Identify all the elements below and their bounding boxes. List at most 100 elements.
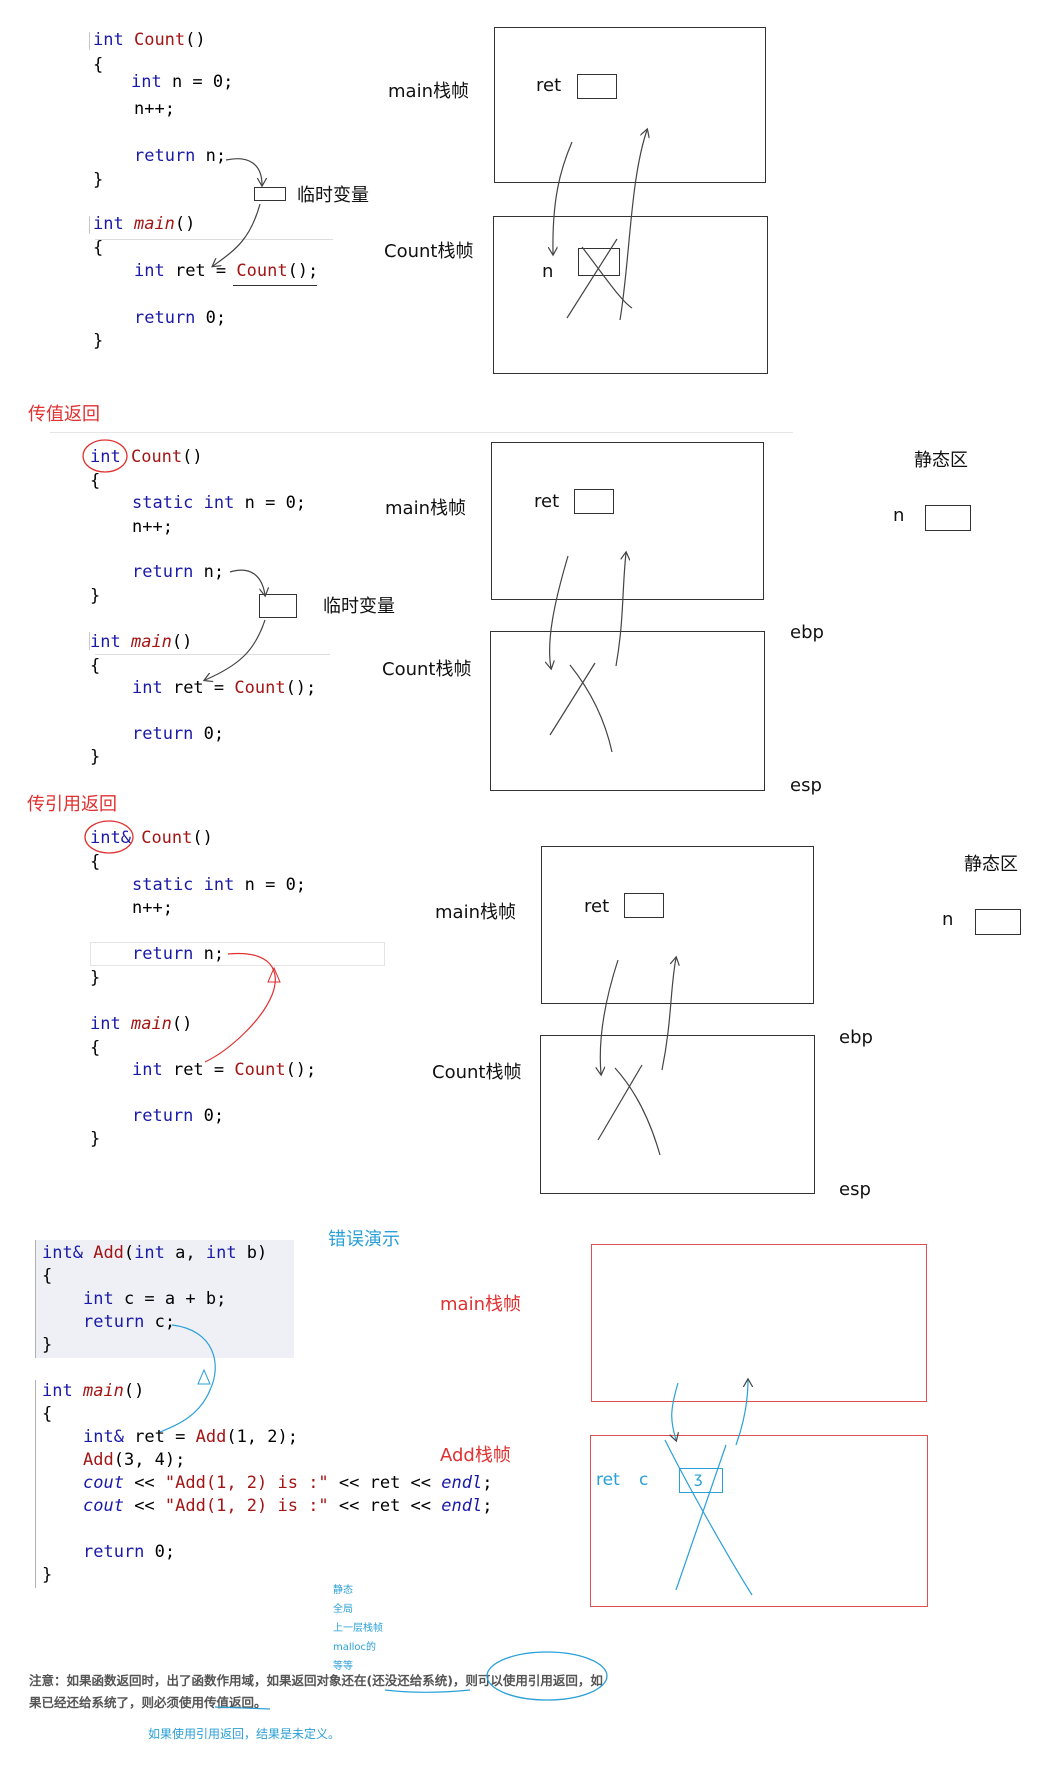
code-line: int Count() [93,30,206,50]
static-n-cell [975,909,1021,935]
code-line: { [93,55,104,75]
main-stack-frame [494,27,766,183]
assign-arrow [205,619,266,680]
temp-variable-box [254,187,286,201]
code-line: int& Add(int a, int b) [42,1243,268,1263]
code-line: { [90,1038,101,1058]
side-note: 静态 [333,1585,353,1596]
main-stack-frame [491,442,764,600]
ret-label: ret [584,896,610,917]
code-line: return c; [83,1312,176,1332]
code-line: { [90,852,101,872]
code-line: { [90,471,101,491]
code-line: n++; [134,99,175,119]
reference-arrow [204,952,276,1063]
code-line: { [93,238,104,258]
gutter-mark [89,632,90,650]
static-area-label: 静态区 [914,450,968,471]
code-line: { [90,656,101,676]
n-label: n [542,261,554,282]
return-arrow [225,158,262,185]
gutter-mark [89,216,90,234]
code-line: } [90,747,101,767]
assign-arrow [213,203,261,266]
code-line: static int n = 0; [132,875,307,895]
section-heading: 传引用返回 [27,794,117,815]
c-label: c [639,1470,649,1490]
count-stack-frame [540,1035,815,1194]
code-line: return 0; [132,724,225,744]
main-frame-label: main栈帧 [385,498,466,519]
side-note: 全局 [333,1604,353,1615]
triangle-mark [197,1368,211,1385]
count-frame-label: Count栈帧 [384,241,474,262]
code-line: int ret = Count(); [134,261,319,281]
line-separator [95,239,333,240]
ebp-label: ebp [839,1027,873,1048]
main-stack-frame [541,846,814,1004]
count-stack-frame [490,631,765,791]
gutter-line [35,1240,36,1358]
divider [50,432,793,433]
ebp-label: ebp [790,622,824,643]
static-area-label: 静态区 [964,854,1018,875]
code-line: int main() [42,1381,145,1401]
add-frame-label: Add栈帧 [440,1445,511,1466]
code-line: } [90,1129,101,1149]
code-line: return n; [132,944,225,964]
gutter-mark [89,32,90,50]
static-n-label: n [893,505,905,526]
code-line: return n; [134,146,227,166]
esp-label: esp [839,1179,871,1200]
code-line: } [93,331,104,351]
code-line: { [42,1404,53,1424]
code-line: int main() [90,632,193,652]
code-line: cout << "Add(1, 2) is :" << ret << endl; [83,1496,493,1516]
note-line-1: 注意：如果函数返回时，出了函数作用域，如果返回对象还在(还没还给系统)，则可以使… [29,1673,603,1688]
code-line: } [42,1565,53,1585]
count-frame-label: Count栈帧 [382,659,472,680]
side-note: 上一层栈帧 [333,1623,383,1634]
section-heading: 错误演示 [328,1229,400,1250]
main-frame-label: main栈帧 [440,1294,521,1315]
code-line: n++; [132,898,173,918]
code-line: int ret = Count(); [132,678,317,698]
ret-cell [624,893,664,918]
note-extra: 如果使用引用返回，结果是未定义。 [148,1727,341,1741]
line-separator [95,654,330,655]
code-line: n++; [132,517,173,537]
code-line: int& Count() [90,828,213,848]
code-line: } [93,170,104,190]
side-note: 等等 [333,1661,353,1672]
temp-variable-box [259,594,297,618]
code-line: Add(3, 4); [83,1450,186,1470]
code-line: int main() [93,214,196,234]
code-line: } [42,1335,53,1355]
underline-mark [233,285,317,286]
count-stack-frame [493,216,768,374]
return-arrow [229,569,265,595]
esp-label: esp [790,775,822,796]
code-line: int n = 0; [131,72,234,92]
code-line: { [42,1266,53,1286]
code-line: static int n = 0; [132,493,307,513]
temp-variable-label: 临时变量 [297,185,369,206]
add-stack-frame [590,1435,928,1607]
static-n-cell [925,505,971,531]
ret-label: ret [596,1470,620,1490]
triangle-mark [267,966,281,983]
code-line: return 0; [132,1106,225,1126]
note-line-2: 果已经还给系统了，则必须使用传值返回。 [29,1695,267,1710]
temp-variable-label: 临时变量 [323,596,395,617]
code-line: int& ret = Add(1, 2); [83,1427,298,1447]
ret-label: ret [534,491,560,512]
ret-cell [577,74,617,99]
main-stack-frame [591,1244,927,1402]
code-line: cout << "Add(1, 2) is :" << ret << endl; [83,1473,493,1493]
main-frame-label: main栈帧 [435,902,516,923]
code-line: return 0; [83,1542,176,1562]
code-line: return 0; [134,308,227,328]
ret-cell [574,489,614,514]
code-line: int Count() [90,447,203,467]
count-frame-label: Count栈帧 [432,1062,522,1083]
